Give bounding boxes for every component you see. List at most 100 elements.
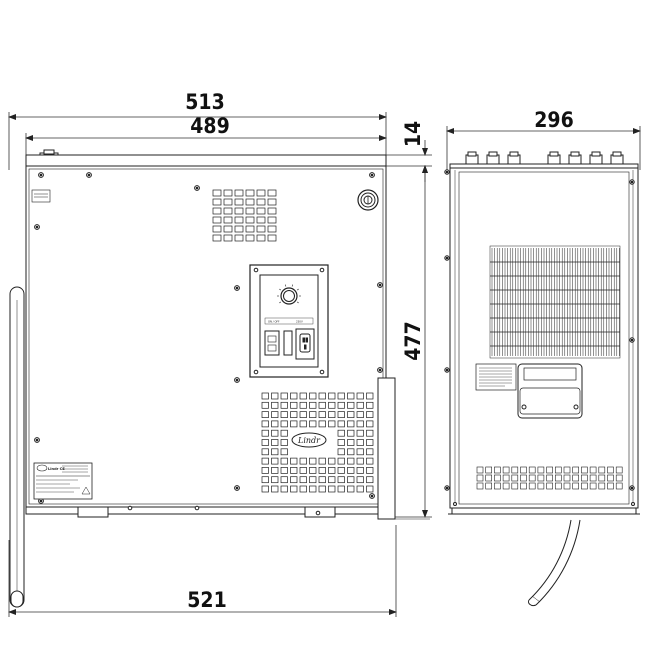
vent-slot [476,466,484,474]
rating-plate: Lindr CE [33,462,93,500]
vent-slot [546,466,553,474]
vent-slot [267,198,277,206]
vent-slot [337,439,345,446]
fitting-cap [467,151,477,157]
vent-slot [280,457,288,465]
vent-slot [309,401,317,409]
vent-slot [280,411,288,418]
vent-slot [271,439,279,446]
vent-slot [546,474,553,482]
vent-slot [366,467,374,474]
vent-slot [267,189,277,197]
vent-slot [347,476,355,484]
vent-slot [485,482,493,490]
vent-slot [212,189,222,197]
vent-slot [309,467,317,474]
vent-slot [337,392,345,400]
vent-slot [256,198,266,206]
vent-slot [223,234,233,242]
fitting-cap [570,151,580,157]
vent-slot [280,448,288,456]
logo-text: Lindr [297,436,321,445]
vent-slot [356,448,364,456]
vent-slot [271,476,279,484]
control-panel: ON / OFF 230V [249,264,329,378]
vent-slot [366,420,374,428]
dim-depth: 296 [534,108,573,132]
vent-slot [607,482,614,490]
vent-slot [537,482,545,490]
vent-slot [271,392,279,400]
vent-slot [234,207,244,215]
fitting-cap [509,151,519,157]
dim-width-with-handle: 521 [187,588,226,612]
dim-width-body: 489 [190,114,229,138]
vent-slot [328,401,336,409]
vent-slot [589,466,597,474]
vent-slot [502,474,510,482]
vent-slot [261,392,269,400]
vent-slot [318,392,326,400]
vent-slot [337,457,345,465]
vent-slot [485,466,493,474]
vent-slot [256,207,266,215]
vent-slot [511,482,519,490]
vent-slot [245,198,255,206]
vent-slot [366,429,374,437]
thermostat-knob [277,284,301,305]
vent-slot [290,476,298,484]
vent-slot [356,439,364,446]
rating-plate-text: Lindr CE [48,467,65,471]
vent-slot [245,225,255,233]
vent-slot [261,467,269,474]
dim-width-overall: 513 [185,90,224,114]
vent-slot [318,420,326,428]
vent-slot [347,457,355,465]
vent-slot [347,448,355,456]
carry-handle [517,363,583,419]
vent-slot [267,216,277,224]
vent-slot [572,474,580,482]
vent-slot [309,457,317,465]
vent-slot [280,476,288,484]
vent-slot [356,411,364,418]
vent-slot [223,207,233,215]
vent-slot [356,401,364,409]
vent-slot [318,467,326,474]
vent-slot [280,392,288,400]
small-label [31,189,51,203]
knob-tick [296,288,299,291]
front-body [25,165,387,508]
vent-slot [234,216,244,224]
vent-slot [356,429,364,437]
vent-slot [337,429,345,437]
vent-slot [494,466,501,474]
vent-slot [607,466,614,474]
vent-slot [245,216,255,224]
upper-vent [212,189,277,242]
vent-slot [271,420,279,428]
drain-hose [528,519,581,606]
vent-slot [299,476,307,484]
vent-slot [280,429,288,437]
side-bottom-vent [476,466,623,490]
vent-slot [554,482,562,490]
vent-slot [309,420,317,428]
vent-slot [318,485,326,493]
vent-slot [366,476,374,484]
vent-slot [546,482,553,490]
vent-slot [261,485,269,493]
vent-slot [366,392,374,400]
vent-slot [280,467,288,474]
vent-slot [356,476,364,484]
knob-tick [285,284,287,287]
vent-slot [280,401,288,409]
vent-slot [328,476,336,484]
vent-slot [347,467,355,474]
vent-slot [502,466,510,474]
warning-label [475,363,517,391]
vent-slot [309,476,317,484]
vent-slot [356,467,364,474]
vent-slot [309,411,317,418]
vent-slot [290,420,298,428]
